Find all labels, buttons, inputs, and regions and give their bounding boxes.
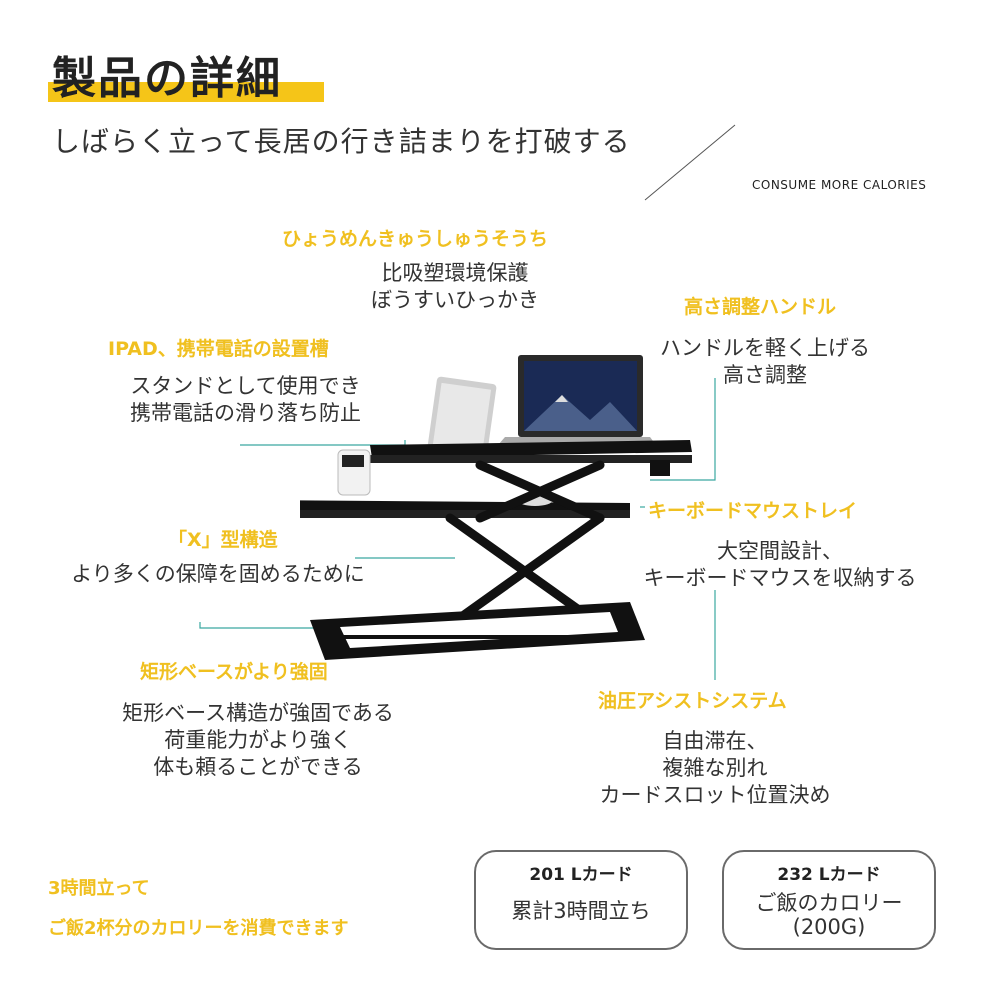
- feature-xframe-title: 「X」型構造: [168, 529, 278, 551]
- card-1-body: 累計3時間立ち: [511, 899, 651, 923]
- feature-hydraulic-desc: 自由滞在、複雑な別れカードスロット位置決め: [599, 729, 831, 807]
- promo-line-1: 3時間立って: [48, 878, 150, 899]
- card-2-body: ご飯のカロリー(200G): [755, 891, 903, 939]
- feature-handle-title: 高さ調整ハンドル: [684, 296, 837, 318]
- card-2-title: 232 Lカード: [777, 865, 881, 885]
- feature-keyboard-desc: 大空間設計、キーボードマウスを収納する: [643, 539, 917, 590]
- feature-keyboard-title: キーボードマウストレイ: [648, 500, 858, 522]
- standing-desk-image: [300, 355, 692, 660]
- feature-handle-desc: ハンドルを軽く上げる高さ調整: [660, 336, 870, 387]
- title-block: 製品の詳細: [48, 42, 328, 106]
- feature-surface-desc: 比吸塑環境保護ぼうすいひっかき: [371, 261, 539, 312]
- page-title: 製品の詳細: [52, 53, 282, 104]
- feature-hydraulic-title: 油圧アシストシステム: [598, 690, 787, 712]
- decorative-slash: [644, 124, 736, 201]
- calorie-card-2: 232 Lカード ご飯のカロリー(200G): [722, 850, 936, 950]
- handle: [650, 460, 670, 476]
- card-1-title: 201 Lカード: [529, 865, 633, 885]
- promo-line-2: ご飯2杯分のカロリーを消費できます: [48, 918, 349, 939]
- feature-base-desc: 矩形ベース構造が強固である荷重能力がより強く体も頼ることができる: [122, 701, 394, 779]
- page-subtitle: しばらく立って長居の行き詰まりを打破する: [52, 125, 631, 158]
- feature-xframe-desc: より多くの保障を固めるために: [71, 562, 365, 586]
- feature-base-title: 矩形ベースがより強固: [140, 661, 328, 683]
- calorie-card-1: 201 Lカード 累計3時間立ち: [474, 850, 688, 950]
- feature-ipad-title: IPAD、携帯電話の設置槽: [108, 338, 329, 360]
- feature-surface-title: ひょうめんきゅうしゅうそうち: [282, 228, 549, 250]
- feature-ipad-desc: スタンドとして使用でき携帯電話の滑り落ち防止: [130, 374, 361, 425]
- tagline: CONSUME MORE CALORIES: [752, 178, 927, 192]
- title-highlight-bar: [48, 82, 324, 102]
